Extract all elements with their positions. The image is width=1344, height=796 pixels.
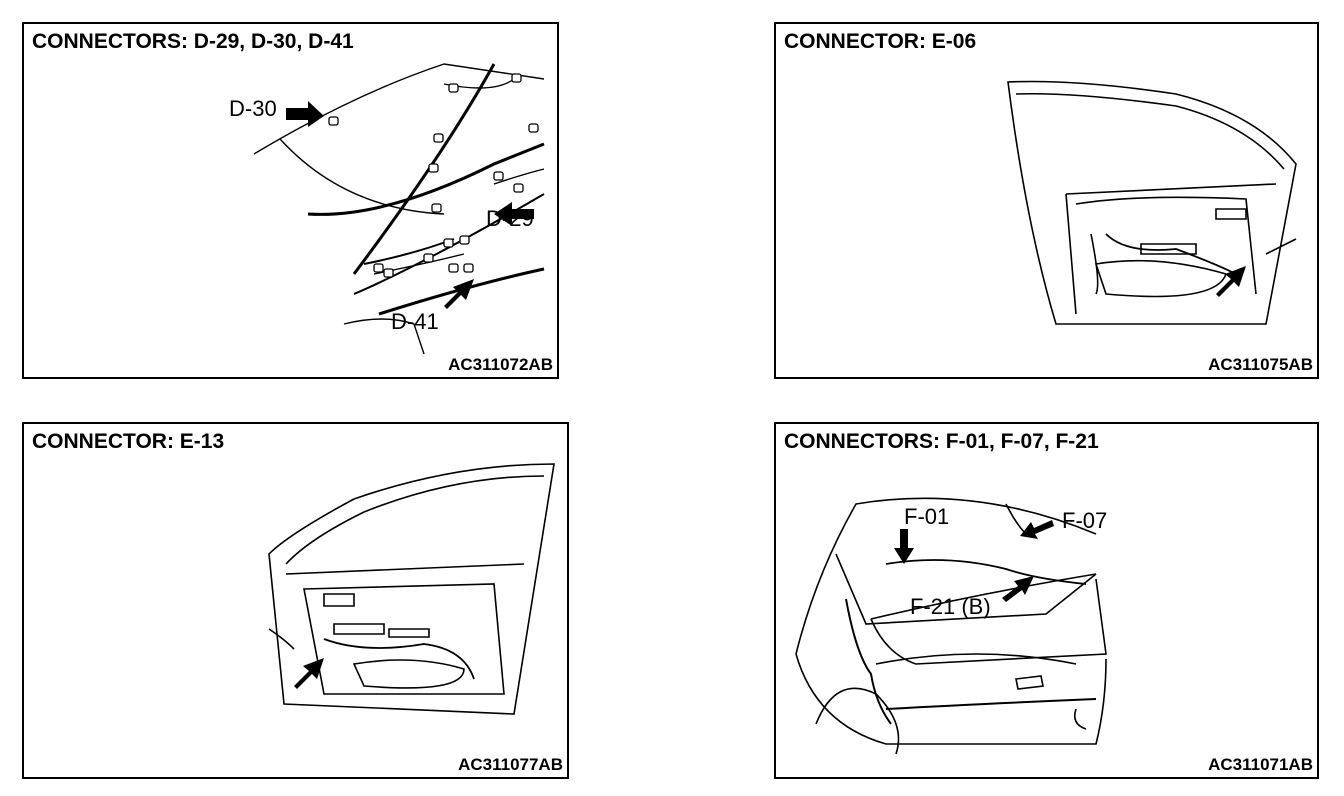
panel-title: CONNECTORS: D-29, D-30, D-41 [32,30,354,53]
label-d29: D-29 [486,206,534,231]
figure-code: AC311077AB [458,755,563,774]
dashboard-wiring-illustration: D-30 D-29 D-41 [229,63,545,355]
arrow-e13 [294,658,324,689]
label-d30: D-30 [229,96,277,121]
label-d41: D-41 [391,309,439,334]
door-wiring-illustration [1007,80,1297,325]
arrow-e06 [1216,266,1246,297]
arrow-d30 [286,101,324,127]
panel-d29-d30-d41: CONNECTORS: D-29, D-30, D-41 [22,22,559,379]
arrow-d41 [444,279,474,309]
label-f01: F-01 [904,504,949,529]
panel-e06: CONNECTOR: E-06 AC311075AB [774,22,1319,379]
label-f21: F-21 (B) [910,594,991,619]
arrow-d29 [494,202,534,226]
panel-f01-f07-f21: CONNECTORS: F-01, F-07, F-21 F-01 F-07 F… [774,422,1319,779]
panel-e13: CONNECTOR: E-13 AC311077AB [22,422,569,779]
figure-code: AC311075AB [1208,355,1313,374]
arrow-f01 [894,529,914,564]
label-f07: F-07 [1062,508,1107,533]
door-wiring-illustration [268,463,555,715]
arrow-f21 [1002,576,1034,602]
arrow-f07 [1020,520,1054,539]
panel-title: CONNECTORS: F-01, F-07, F-21 [784,430,1099,453]
panel-title: CONNECTOR: E-06 [784,30,977,53]
panel-title: CONNECTOR: E-13 [32,430,225,453]
figure-code: AC311071AB [1208,755,1313,774]
figure-code: AC311072AB [448,355,553,374]
trunk-wiring-illustration: F-01 F-07 F-21 (B) [795,497,1107,755]
